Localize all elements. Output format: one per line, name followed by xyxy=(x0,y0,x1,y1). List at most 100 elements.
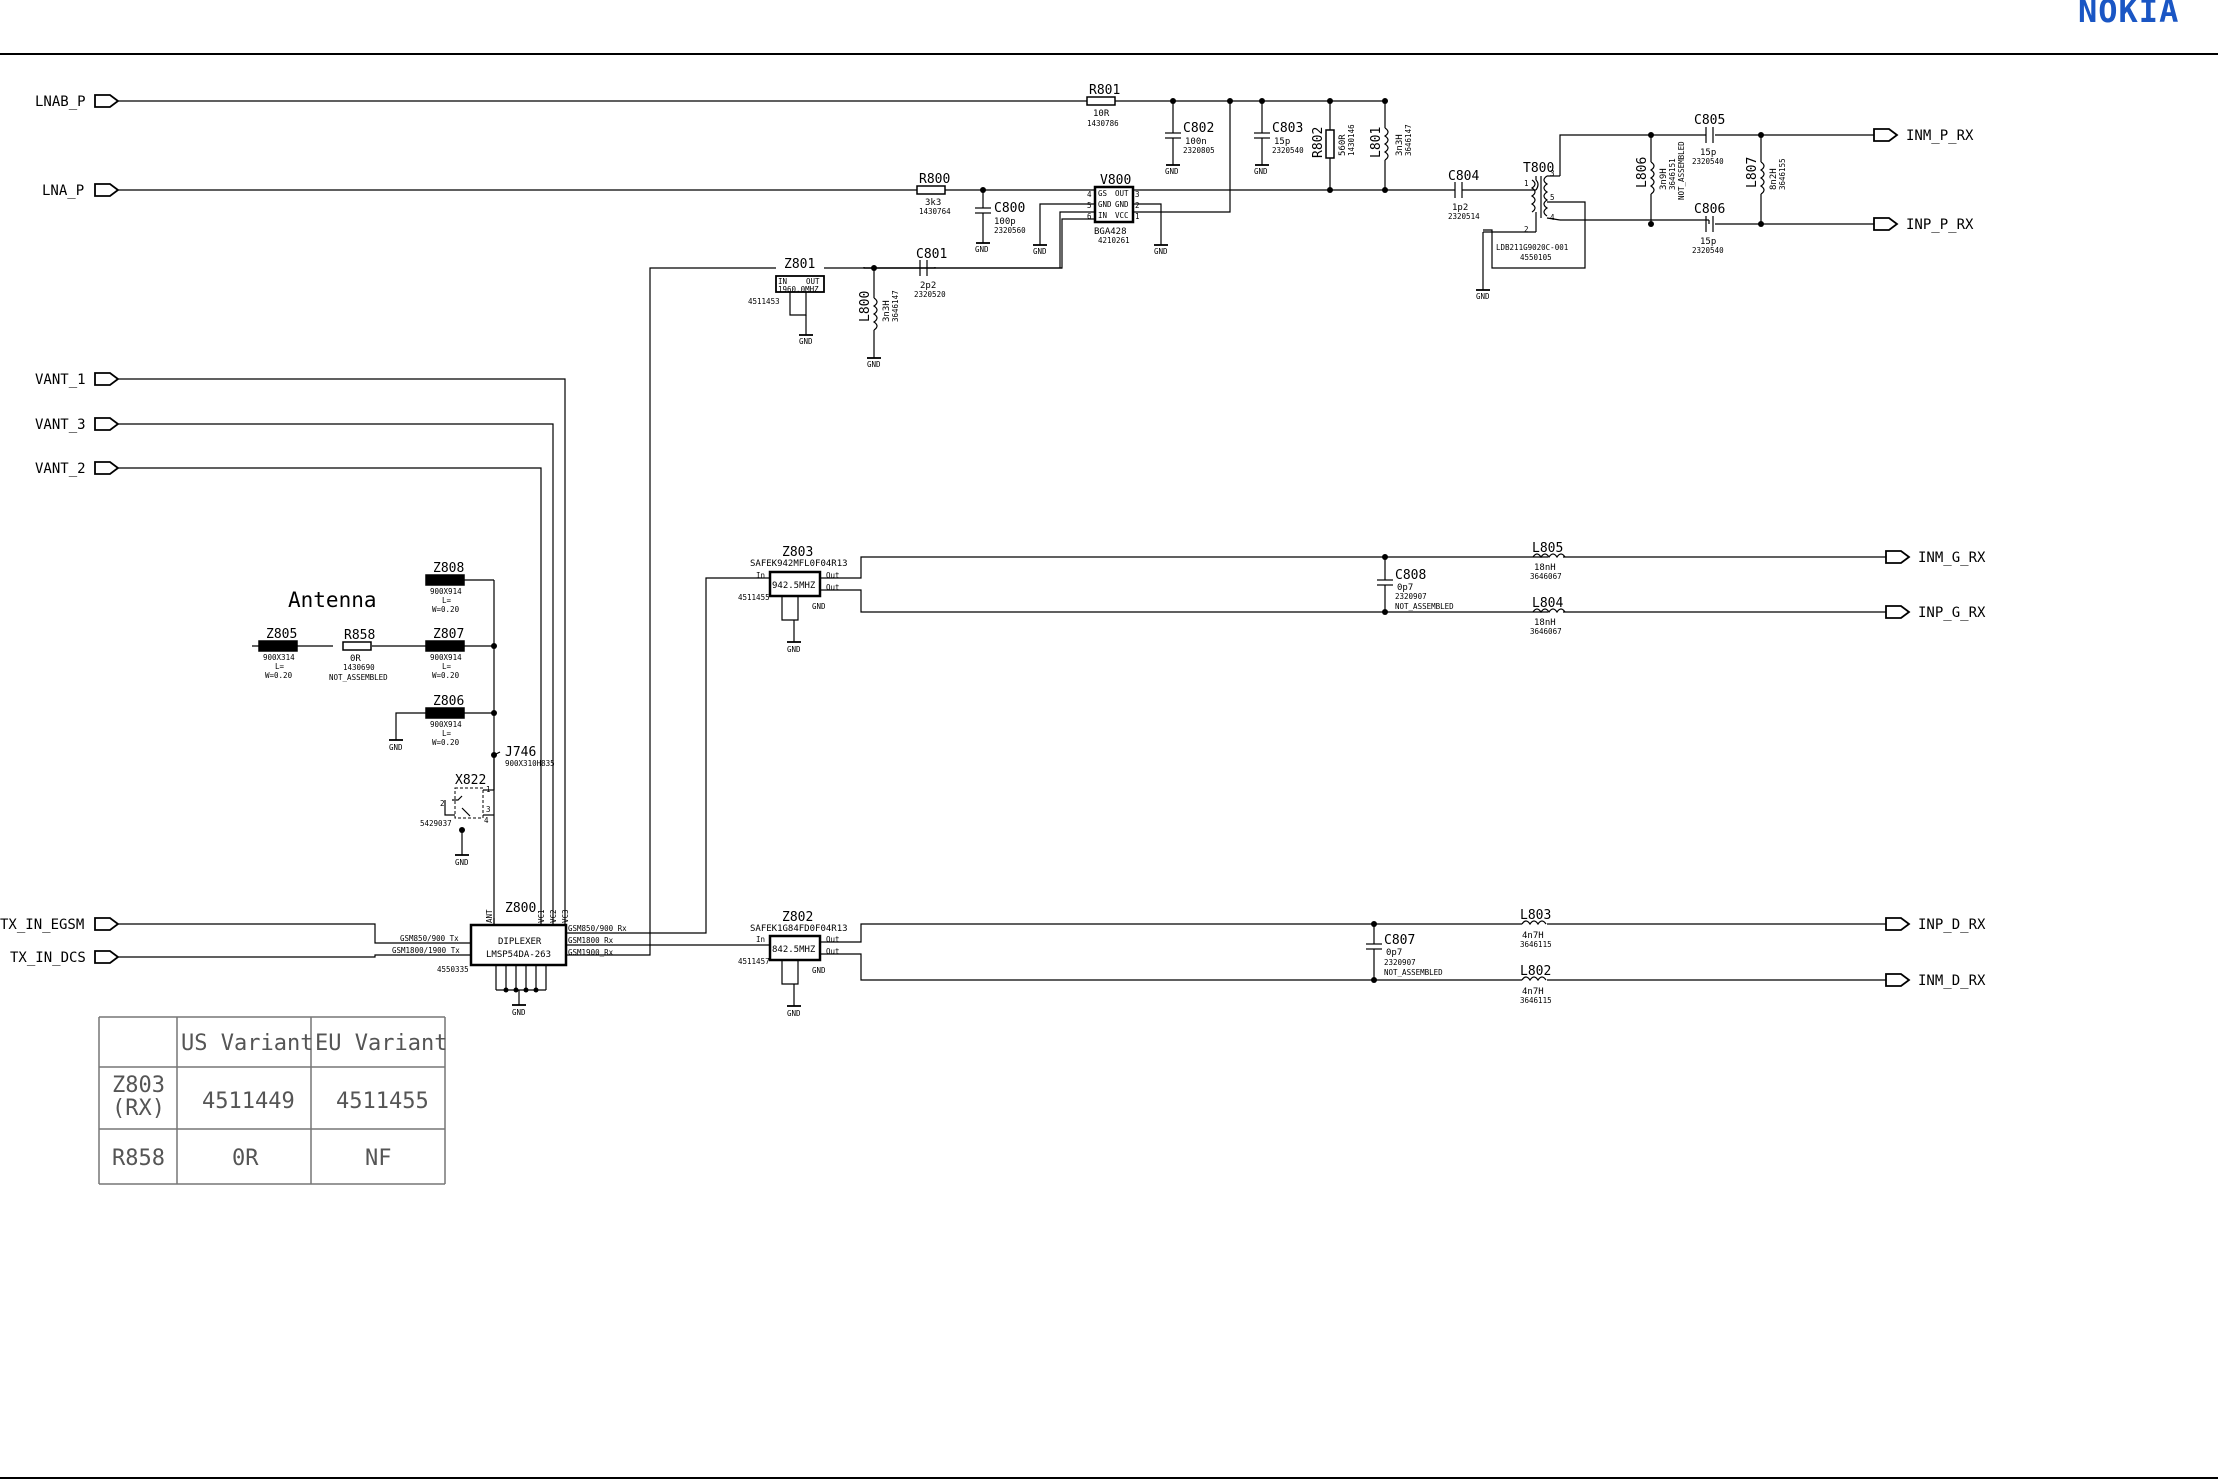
value-label: 3k3 xyxy=(925,198,941,208)
ref-label: L803 xyxy=(1520,908,1551,923)
pin-label: GSM850/900_Rx xyxy=(568,924,627,933)
ref-label: R858 xyxy=(344,628,375,643)
code-label: 1430146 xyxy=(1347,124,1356,156)
ref-label: X822 xyxy=(455,773,486,788)
balun-t800: T800 1 2 3 5 4 LDB211G9020C-001 4550105 … xyxy=(1476,161,1568,301)
inductor-l802: L802 4n7H 3646115 xyxy=(1520,964,1552,1005)
value-label: 8n2H xyxy=(1769,168,1779,190)
port-inp-p-rx: INP_P_RX xyxy=(1873,217,1974,233)
code-label: 1430690 xyxy=(343,663,375,672)
inductor-l800: GND L800 3n3H 3646147 xyxy=(858,268,900,369)
table-header: US Variant xyxy=(181,1031,313,1056)
value-label: 18nH xyxy=(1534,618,1556,628)
pin-label: Out xyxy=(826,935,840,944)
code-label: 2320560 xyxy=(994,226,1026,235)
pin-label: IN xyxy=(1098,211,1107,220)
pin-number: 4 xyxy=(1087,190,1092,199)
part-label: SAFEK1G84FD0F04R13 xyxy=(750,924,848,934)
pin-number: 2 xyxy=(1135,201,1140,210)
freq-label: 1960.0MHZ xyxy=(778,285,819,294)
pin-label: Out xyxy=(826,571,840,580)
ref-label: L806 xyxy=(1635,157,1650,188)
filter-z803: Z803 SAFEK942MFL0F04R13 942.5MHZ In Out … xyxy=(738,545,848,654)
pin-label: ANT xyxy=(485,909,494,923)
value-label: 3n3H xyxy=(882,300,892,322)
port-label: VANT_1 xyxy=(35,372,86,388)
diplexer-z800: Z800 DIPLEXER LMSP54DA-263 ANT VC1 VC2 V… xyxy=(392,901,627,1017)
stripline-z807: Z807 900X914 L= W=0.20 xyxy=(425,627,465,680)
pin-number: 2 xyxy=(440,799,445,808)
resistor-r801: R801 10R 1430786 xyxy=(1086,83,1120,128)
code-label: 4210261 xyxy=(1098,236,1130,245)
capacitor-c808: C808 0p7 2320907 NOT_ASSEMBLED xyxy=(1377,557,1454,612)
code-label: 4511457 xyxy=(738,957,770,966)
code-label: 3646147 xyxy=(891,290,900,322)
code-label: 900X310H835 xyxy=(505,759,555,768)
port-arrow-icon xyxy=(1885,550,1911,564)
code-label: 2320540 xyxy=(1692,157,1724,166)
ref-label: Z801 xyxy=(784,257,815,272)
port-label: VANT_2 xyxy=(35,461,86,477)
code-label: 4550335 xyxy=(437,965,469,974)
capacitor-c800: GND C800 100p 2320560 xyxy=(975,190,1026,254)
value-label: 100p xyxy=(994,217,1016,227)
ref-label: C804 xyxy=(1448,169,1479,184)
gnd-label: GND xyxy=(867,360,881,369)
value-label: 4n7H xyxy=(1522,987,1544,997)
code-label: 2320540 xyxy=(1692,246,1724,255)
pin-number: 3 xyxy=(1550,169,1555,178)
note-label: NOT_ASSEMBLED xyxy=(329,673,388,682)
value-label: 0p7 xyxy=(1397,583,1413,593)
ref-label: C802 xyxy=(1183,121,1214,136)
pin-label: Out xyxy=(826,947,840,956)
port-inm-g-rx: INM_G_RX xyxy=(1885,550,1986,566)
table-cell: NF xyxy=(365,1146,392,1171)
resistor-r858: R858 0R 1430690 NOT_ASSEMBLED xyxy=(329,628,388,682)
port-tx-in-egsm: TX_IN_EGSM xyxy=(0,917,120,933)
value-label: 10R xyxy=(1093,109,1110,119)
port-arrow-icon xyxy=(1885,973,1911,987)
pin-label: GSM1800/1900_Tx xyxy=(392,946,460,955)
value-label: 100n xyxy=(1185,137,1207,147)
value-label: 4n7H xyxy=(1522,931,1544,941)
part-label: LMSP54DA-263 xyxy=(486,950,551,960)
value-label: 1p2 xyxy=(1452,203,1468,213)
ref-label: Z802 xyxy=(782,910,813,925)
nokia-logo: NOKIA xyxy=(2078,0,2179,30)
code-label: 2320540 xyxy=(1272,146,1304,155)
ref-label: L800 xyxy=(858,291,873,322)
value-label: 15p xyxy=(1700,237,1716,247)
ref-label: C807 xyxy=(1384,933,1415,948)
port-lnab-p: LNAB_P xyxy=(35,94,120,110)
code-label: 3646155 xyxy=(1778,158,1787,190)
ref-label: Z803 xyxy=(782,545,813,560)
inductor-l805: L805 18nH 3646067 xyxy=(1530,541,1566,581)
port-label: INM_G_RX xyxy=(1918,550,1986,566)
capacitor-c804: C804 1p2 2320514 xyxy=(1448,169,1480,221)
width-label: W=0.20 xyxy=(265,671,293,680)
port-inp-d-rx: INP_D_RX xyxy=(1885,917,1986,933)
port-label: LNA_P xyxy=(42,183,84,199)
wires xyxy=(118,100,1886,981)
pin-number: 2 xyxy=(1524,225,1529,234)
pin-label: VC2 xyxy=(549,909,558,923)
gnd-label: GND xyxy=(1476,292,1490,301)
ref-label: C803 xyxy=(1272,121,1303,136)
code-label: 900X914 xyxy=(430,587,462,596)
capacitor-c807: C807 0p7 2320907 NOT_ASSEMBLED xyxy=(1366,924,1443,980)
port-label: TX_IN_DCS xyxy=(10,950,86,966)
code-label: 2320514 xyxy=(1448,212,1480,221)
inductor-l804: L804 18nH 3646067 xyxy=(1530,596,1566,636)
value-label: 15p xyxy=(1274,137,1290,147)
value-label: 3n3H xyxy=(1395,134,1405,156)
ref-label: L805 xyxy=(1532,541,1563,556)
stripline-z806: Z806 900X914 L= W=0.20 GND xyxy=(389,694,465,752)
pin-label: VC3 xyxy=(561,909,570,923)
pin-number: 1 xyxy=(486,785,491,794)
ref-label: Z800 xyxy=(505,901,536,916)
inductor-l807: L807 8n2H 3646155 xyxy=(1745,135,1787,224)
note-label: NOT_ASSEMBLED xyxy=(1677,141,1686,200)
part-label: SAFEK942MFL0F04R13 xyxy=(750,559,848,569)
pin-label: GSM1900_Rx xyxy=(568,948,614,957)
length-label: L= xyxy=(442,662,452,671)
